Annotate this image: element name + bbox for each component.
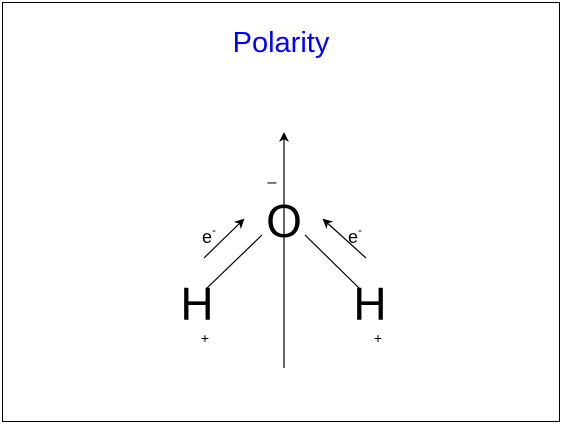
electron-arrow-left xyxy=(203,218,245,259)
bond-left xyxy=(205,234,263,290)
slide-frame: Polarity xyxy=(2,2,560,422)
electron-label-left: e- xyxy=(202,223,216,247)
oxygen-charge-label: – xyxy=(268,174,277,191)
electron-arrow-right xyxy=(322,218,367,259)
hydrogen-left-label: H xyxy=(180,278,213,330)
electron-label-right: e- xyxy=(348,223,362,247)
slide-title: Polarity xyxy=(232,27,330,59)
hydrogen-right-charge-label: + xyxy=(374,330,382,346)
hydrogen-left-charge-label: + xyxy=(201,330,209,346)
oxygen-atom-label: O xyxy=(266,195,302,247)
bond-right xyxy=(304,234,361,290)
hydrogen-right-label: H xyxy=(353,278,386,330)
